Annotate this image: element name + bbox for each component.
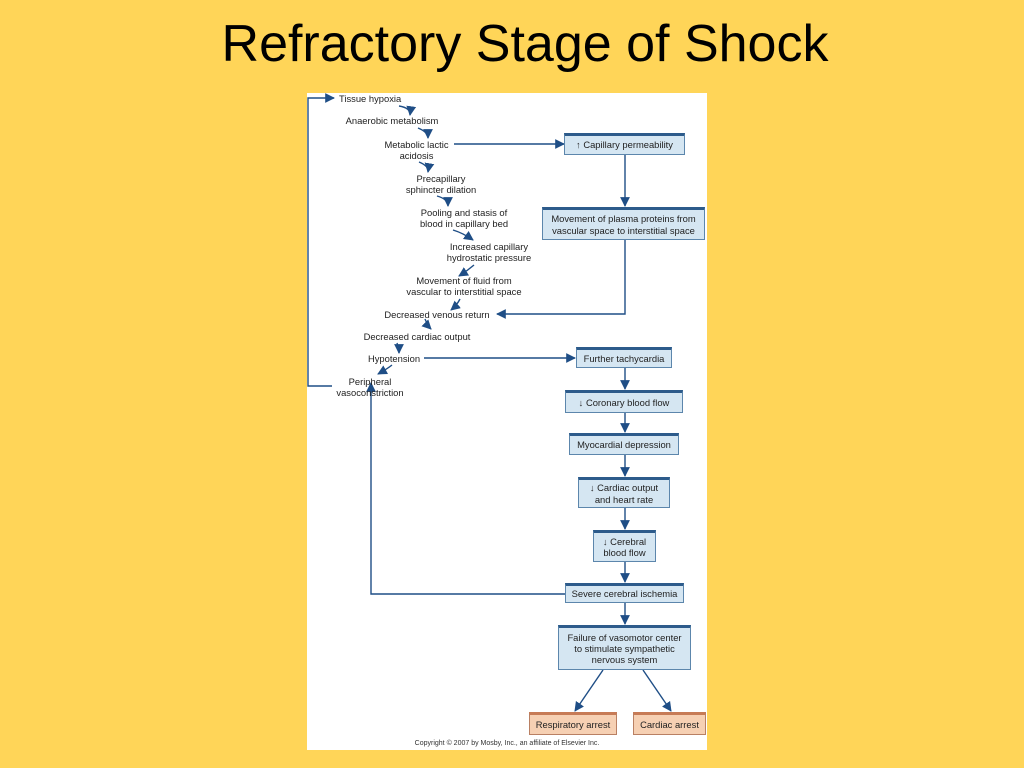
- cascade-hydrostatic-pressure: Increased capillary hydrostatic pressure: [446, 241, 532, 264]
- box-cardiac-arrest: Cardiac arrest: [633, 712, 706, 735]
- slide-title: Refractory Stage of Shock: [221, 15, 829, 73]
- box-respiratory-arrest: Respiratory arrest: [529, 712, 617, 735]
- cascade-cardiac-output: Decreased cardiac output: [363, 331, 471, 342]
- cascade-arrow-6: [458, 264, 475, 277]
- proteins-to-venous-return-arrow: [496, 240, 626, 319]
- cascade-pooling-stasis: Pooling and stasis of blood in capillary…: [419, 207, 509, 230]
- cascade-lactic-acidosis: Metabolic lactic acidosis: [384, 139, 449, 162]
- box-capillary-permeability: ↑ Capillary permeability: [564, 133, 685, 155]
- feedback-loop-arrow: [307, 93, 335, 387]
- flowchart-arrows: [307, 93, 672, 712]
- box-severe-cerebral-ischemia: Severe cerebral ischemia: [565, 583, 684, 603]
- cascade-anaerobic-metabolism: Anaerobic metabolism: [345, 115, 439, 126]
- cascade-arrow-5: [452, 229, 474, 241]
- failure-to-respiratory-arrow: [574, 669, 604, 712]
- cascade-arrow-8: [421, 318, 432, 330]
- copyright-notice: Copyright © 2007 by Mosby, Inc., an affi…: [414, 740, 600, 747]
- box-coronary-blood-flow: ↓ Coronary blood flow: [565, 390, 683, 413]
- cascade-sphincter-dilation: Precapillary sphincter dilation: [405, 173, 477, 196]
- box-vasomotor-failure: Failure of vasomotor center to stimulate…: [558, 625, 691, 670]
- cascade-hypotension: Hypotension: [367, 353, 421, 364]
- cascade-arrow-3: [418, 161, 435, 173]
- box-cardiac-output-heart-rate: ↓ Cardiac output and heart rate: [578, 477, 670, 508]
- cascade-arrow-4: [436, 195, 453, 207]
- cascade-arrow-9: [394, 342, 404, 354]
- box-cerebral-blood-flow: ↓ Cerebral blood flow: [593, 530, 656, 562]
- cascade-venous-return: Decreased venous return: [384, 309, 490, 320]
- cascade-fluid-movement: Movement of fluid from vascular to inter…: [406, 275, 522, 298]
- cascade-arrow-1: [398, 105, 417, 116]
- cascade-arrow-7: [450, 298, 461, 311]
- cascade-peripheral-vasoconstriction: Peripheral vasoconstriction: [336, 376, 404, 399]
- cascade-tissue-hypoxia: Tissue hypoxia: [339, 93, 402, 104]
- cascade-arrow-10: [377, 364, 393, 375]
- ischemia-to-vasoconstriction-arrow: [366, 382, 565, 595]
- box-further-tachycardia: Further tachycardia: [576, 347, 672, 368]
- failure-to-cardiac-arrow: [642, 669, 672, 712]
- box-myocardial-depression: Myocardial depression: [569, 433, 679, 455]
- flowchart-panel: Tissue hypoxia Anaerobic metabolism Meta…: [307, 93, 707, 750]
- box-plasma-proteins: Movement of plasma proteins from vascula…: [542, 207, 705, 240]
- cascade-arrow-2: [417, 127, 433, 139]
